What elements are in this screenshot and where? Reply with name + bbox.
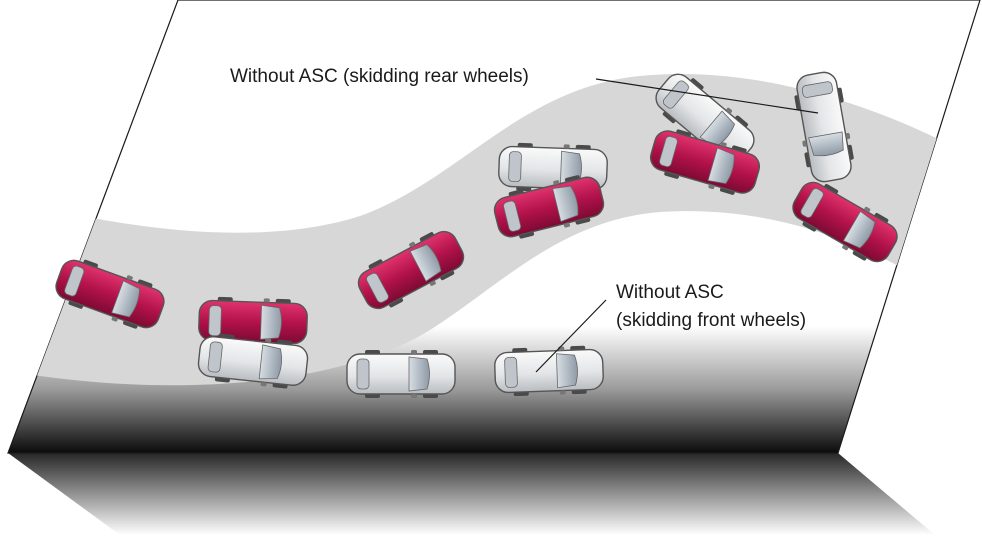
car-mirror — [429, 280, 436, 286]
car-windshield — [258, 344, 282, 380]
callout-rear-line-1: Without ASC (skidding rear wheels) — [230, 66, 529, 87]
car-mirror — [411, 350, 417, 354]
vehicle-layer — [55, 71, 898, 398]
car-wheel — [689, 78, 704, 91]
car-red — [493, 175, 605, 239]
car-rear-window — [356, 358, 370, 390]
car-rear-window — [504, 356, 518, 388]
car-mirror — [864, 206, 871, 213]
car-mirror — [411, 394, 417, 398]
car-windshield — [555, 353, 578, 389]
callout-line-front — [535, 299, 607, 373]
car-mirror — [553, 180, 560, 185]
car-mirror — [265, 338, 272, 343]
car-body — [796, 71, 852, 183]
car-mirror — [845, 132, 851, 140]
callout-rear-wheels: Without ASC (skidding rear wheels) — [230, 66, 529, 87]
car-red — [792, 181, 898, 263]
car-mirror — [409, 241, 416, 248]
car-white — [494, 345, 604, 397]
car-wheel — [662, 110, 677, 124]
car-white — [794, 71, 854, 183]
callout-front-wheels: Without ASC (skidding front wheels) — [616, 282, 806, 331]
callout-line-rear — [595, 78, 819, 114]
callout-front-line-1: Without ASC — [616, 282, 724, 303]
car-windshield — [408, 356, 430, 392]
car-red — [357, 230, 465, 310]
car-rear-window — [801, 81, 833, 98]
car-white — [197, 333, 309, 389]
car-windshield — [552, 185, 579, 223]
car-windshield — [808, 131, 844, 157]
car-windshield — [409, 244, 442, 282]
car-windshield — [707, 147, 735, 185]
car-mirror — [111, 316, 118, 322]
callout-front-line-2: (skidding front wheels) — [616, 310, 806, 331]
car-mirror — [263, 298, 270, 303]
car-rear-window — [366, 272, 389, 303]
car-windshield — [842, 210, 876, 249]
car-mirror — [842, 244, 849, 251]
car-windshield — [111, 280, 140, 318]
car-mirror — [260, 382, 267, 387]
car-rear-window — [659, 136, 678, 168]
car-mirror — [720, 142, 727, 147]
car-wheel — [734, 115, 748, 129]
car-mirror — [563, 222, 571, 228]
car-mirror — [726, 107, 733, 114]
car-rear-window — [207, 341, 223, 373]
car-rear-window — [800, 188, 824, 218]
car-mirror — [563, 144, 570, 149]
car-body — [493, 176, 605, 238]
plane-shadow — [8, 453, 935, 535]
car-rear-window — [64, 265, 85, 297]
car-mirror — [126, 275, 133, 281]
car-rear-window — [503, 200, 522, 232]
car-body — [55, 259, 165, 329]
car-body — [649, 130, 761, 194]
car-white — [346, 350, 456, 398]
car-rear-window — [208, 305, 222, 337]
car-rear-window — [508, 151, 522, 183]
car-mirror — [802, 140, 807, 147]
car-mirror — [708, 184, 715, 190]
car-windshield — [259, 304, 282, 340]
car-red — [649, 129, 761, 195]
car-mirror — [559, 390, 566, 395]
car-red — [55, 259, 165, 329]
